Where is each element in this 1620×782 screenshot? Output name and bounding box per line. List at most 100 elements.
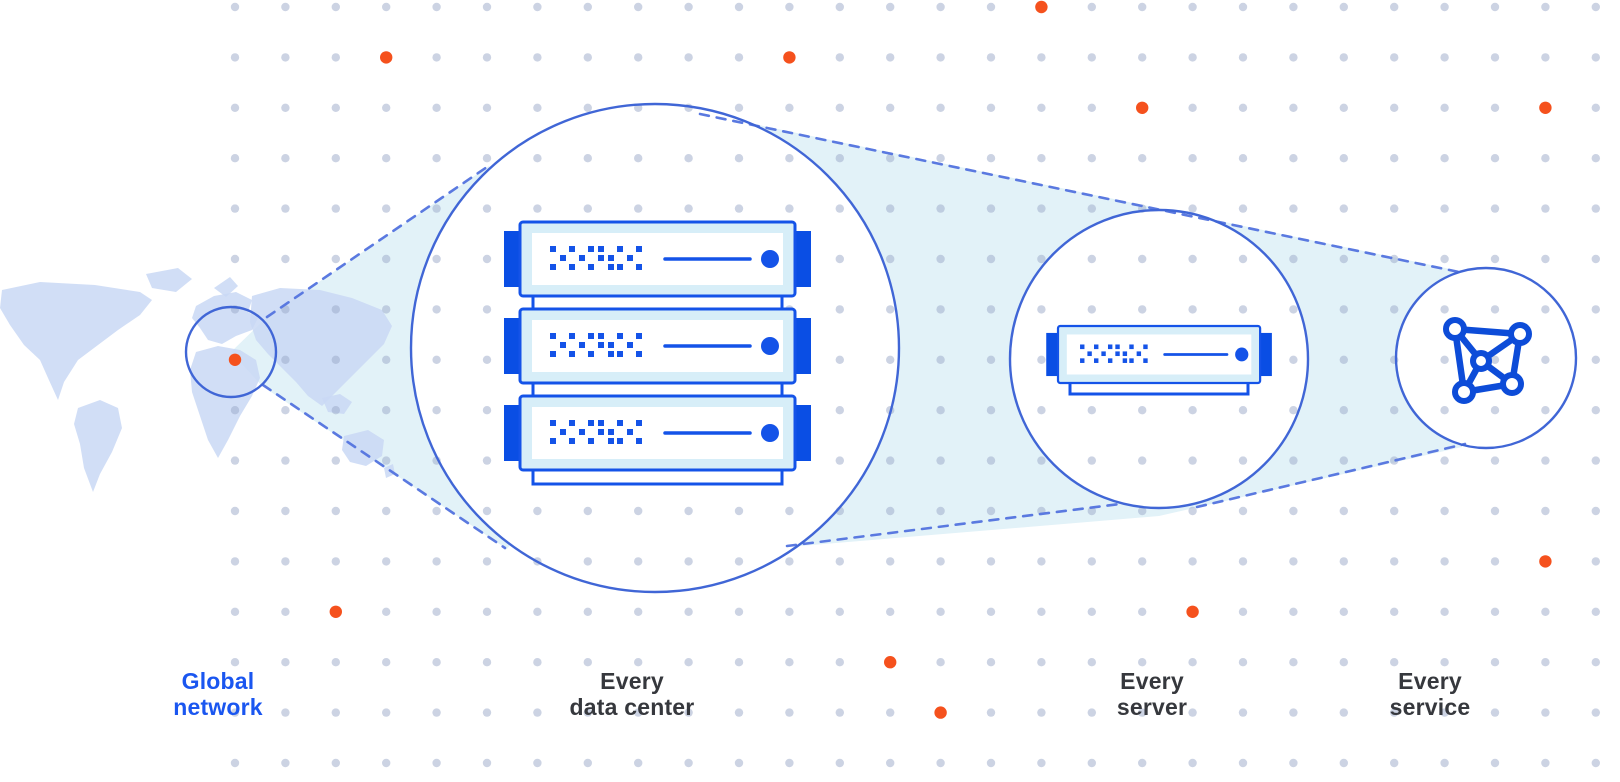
grid-dot: [734, 557, 744, 566]
orange-dot: [329, 605, 342, 618]
grid-dot: [936, 758, 945, 768]
grid-dot: [936, 154, 945, 163]
grid-dot: [1138, 406, 1147, 415]
grid-dot: [1490, 506, 1500, 516]
grid-dot: [1138, 53, 1147, 62]
grid-dot: [1037, 53, 1046, 62]
label-line: Every: [600, 668, 664, 694]
grid-dot: [331, 103, 340, 113]
grid-dot: [835, 305, 844, 314]
grid-dot: [1289, 2, 1298, 12]
orange-dot: [1539, 555, 1552, 568]
grid-dot: [936, 557, 945, 566]
grid-dot: [1591, 708, 1601, 717]
grid-dot: [886, 456, 895, 465]
grid-dot: [936, 204, 945, 213]
grid-dot: [634, 154, 643, 163]
grid-dot: [986, 254, 996, 264]
grid-dot: [785, 2, 794, 12]
grid-dot: [1440, 254, 1449, 264]
grid-dot: [533, 2, 542, 12]
grid-dot: [1490, 607, 1500, 616]
grid-dot: [1440, 758, 1449, 768]
grid-dot: [583, 506, 592, 516]
grid-dot: [1440, 204, 1449, 213]
grid-dot: [886, 103, 895, 113]
grid-dot: [886, 607, 895, 616]
grid-dot: [734, 154, 744, 163]
grid-dot: [835, 2, 844, 12]
grid-dot: [835, 406, 844, 415]
orange-dot: [1539, 101, 1552, 115]
grid-dot: [382, 2, 391, 12]
grid-dot: [533, 154, 542, 163]
grid-dot: [1037, 103, 1046, 113]
grid-dot: [230, 406, 240, 415]
grid-dot: [1390, 456, 1399, 465]
grid-dot: [1490, 406, 1500, 415]
grid-dot: [1238, 456, 1248, 465]
grid-dot: [1541, 506, 1550, 516]
grid-dot: [1490, 103, 1500, 113]
label-every-data-center: Every data center: [570, 668, 695, 720]
grid-dot: [1188, 658, 1197, 667]
service-circle: [1394, 266, 1578, 450]
grid-dot: [1440, 305, 1449, 314]
grid-dot: [886, 154, 895, 163]
grid-dot: [1440, 708, 1449, 717]
grid-dot: [1037, 557, 1046, 566]
grid-dot: [936, 53, 945, 62]
grid-dot: [684, 2, 693, 12]
grid-dot: [1591, 103, 1601, 113]
grid-dot: [1087, 406, 1097, 415]
grid-dot: [1390, 607, 1399, 616]
grid-dot: [281, 506, 290, 516]
grid-dot: [230, 506, 240, 516]
grid-dot: [230, 758, 240, 768]
grid-dot: [1591, 154, 1601, 163]
grid-dot: [1037, 456, 1046, 465]
grid-dot: [1188, 456, 1197, 465]
grid-dot: [785, 758, 794, 768]
grid-dot: [482, 355, 492, 364]
grid-dot: [986, 103, 996, 113]
grid-dot: [785, 658, 794, 667]
grid-dot: [1541, 758, 1550, 768]
grid-dot: [482, 2, 492, 12]
grid-dot: [533, 607, 542, 616]
grid-dot: [281, 2, 290, 12]
grid-dot: [382, 456, 391, 465]
grid-dot: [634, 204, 643, 213]
label-every-service: Every service: [1390, 668, 1471, 720]
grid-dot: [1339, 506, 1349, 516]
grid-dot: [1541, 2, 1550, 12]
grid-dot: [734, 506, 744, 516]
grid-dot: [1289, 506, 1298, 516]
grid-dot: [1238, 103, 1248, 113]
grid-dot: [1138, 506, 1147, 516]
grid-dot: [583, 2, 592, 12]
grid-dot: [1037, 305, 1046, 314]
grid-dot: [281, 103, 290, 113]
grid-dot: [1188, 758, 1197, 768]
grid-dot: [734, 204, 744, 213]
grid-dot: [281, 607, 290, 616]
server-icon: [1044, 324, 1274, 396]
grid-dot: [1339, 2, 1349, 12]
grid-dot: [331, 305, 340, 314]
grid-dot: [281, 456, 290, 465]
grid-dot: [1087, 305, 1097, 314]
grid-dot: [1238, 557, 1248, 566]
grid-dot: [835, 658, 844, 667]
grid-dot: [986, 53, 996, 62]
grid-dot: [1490, 758, 1500, 768]
grid-dot: [936, 103, 945, 113]
grid-dot: [1490, 53, 1500, 62]
grid-dot: [1138, 254, 1147, 264]
grid-dot: [1188, 506, 1197, 516]
grid-dot: [230, 557, 240, 566]
grid-dot: [1238, 758, 1248, 768]
grid-dot: [533, 758, 542, 768]
grid-dot: [1087, 154, 1097, 163]
grid-dot: [734, 53, 744, 62]
